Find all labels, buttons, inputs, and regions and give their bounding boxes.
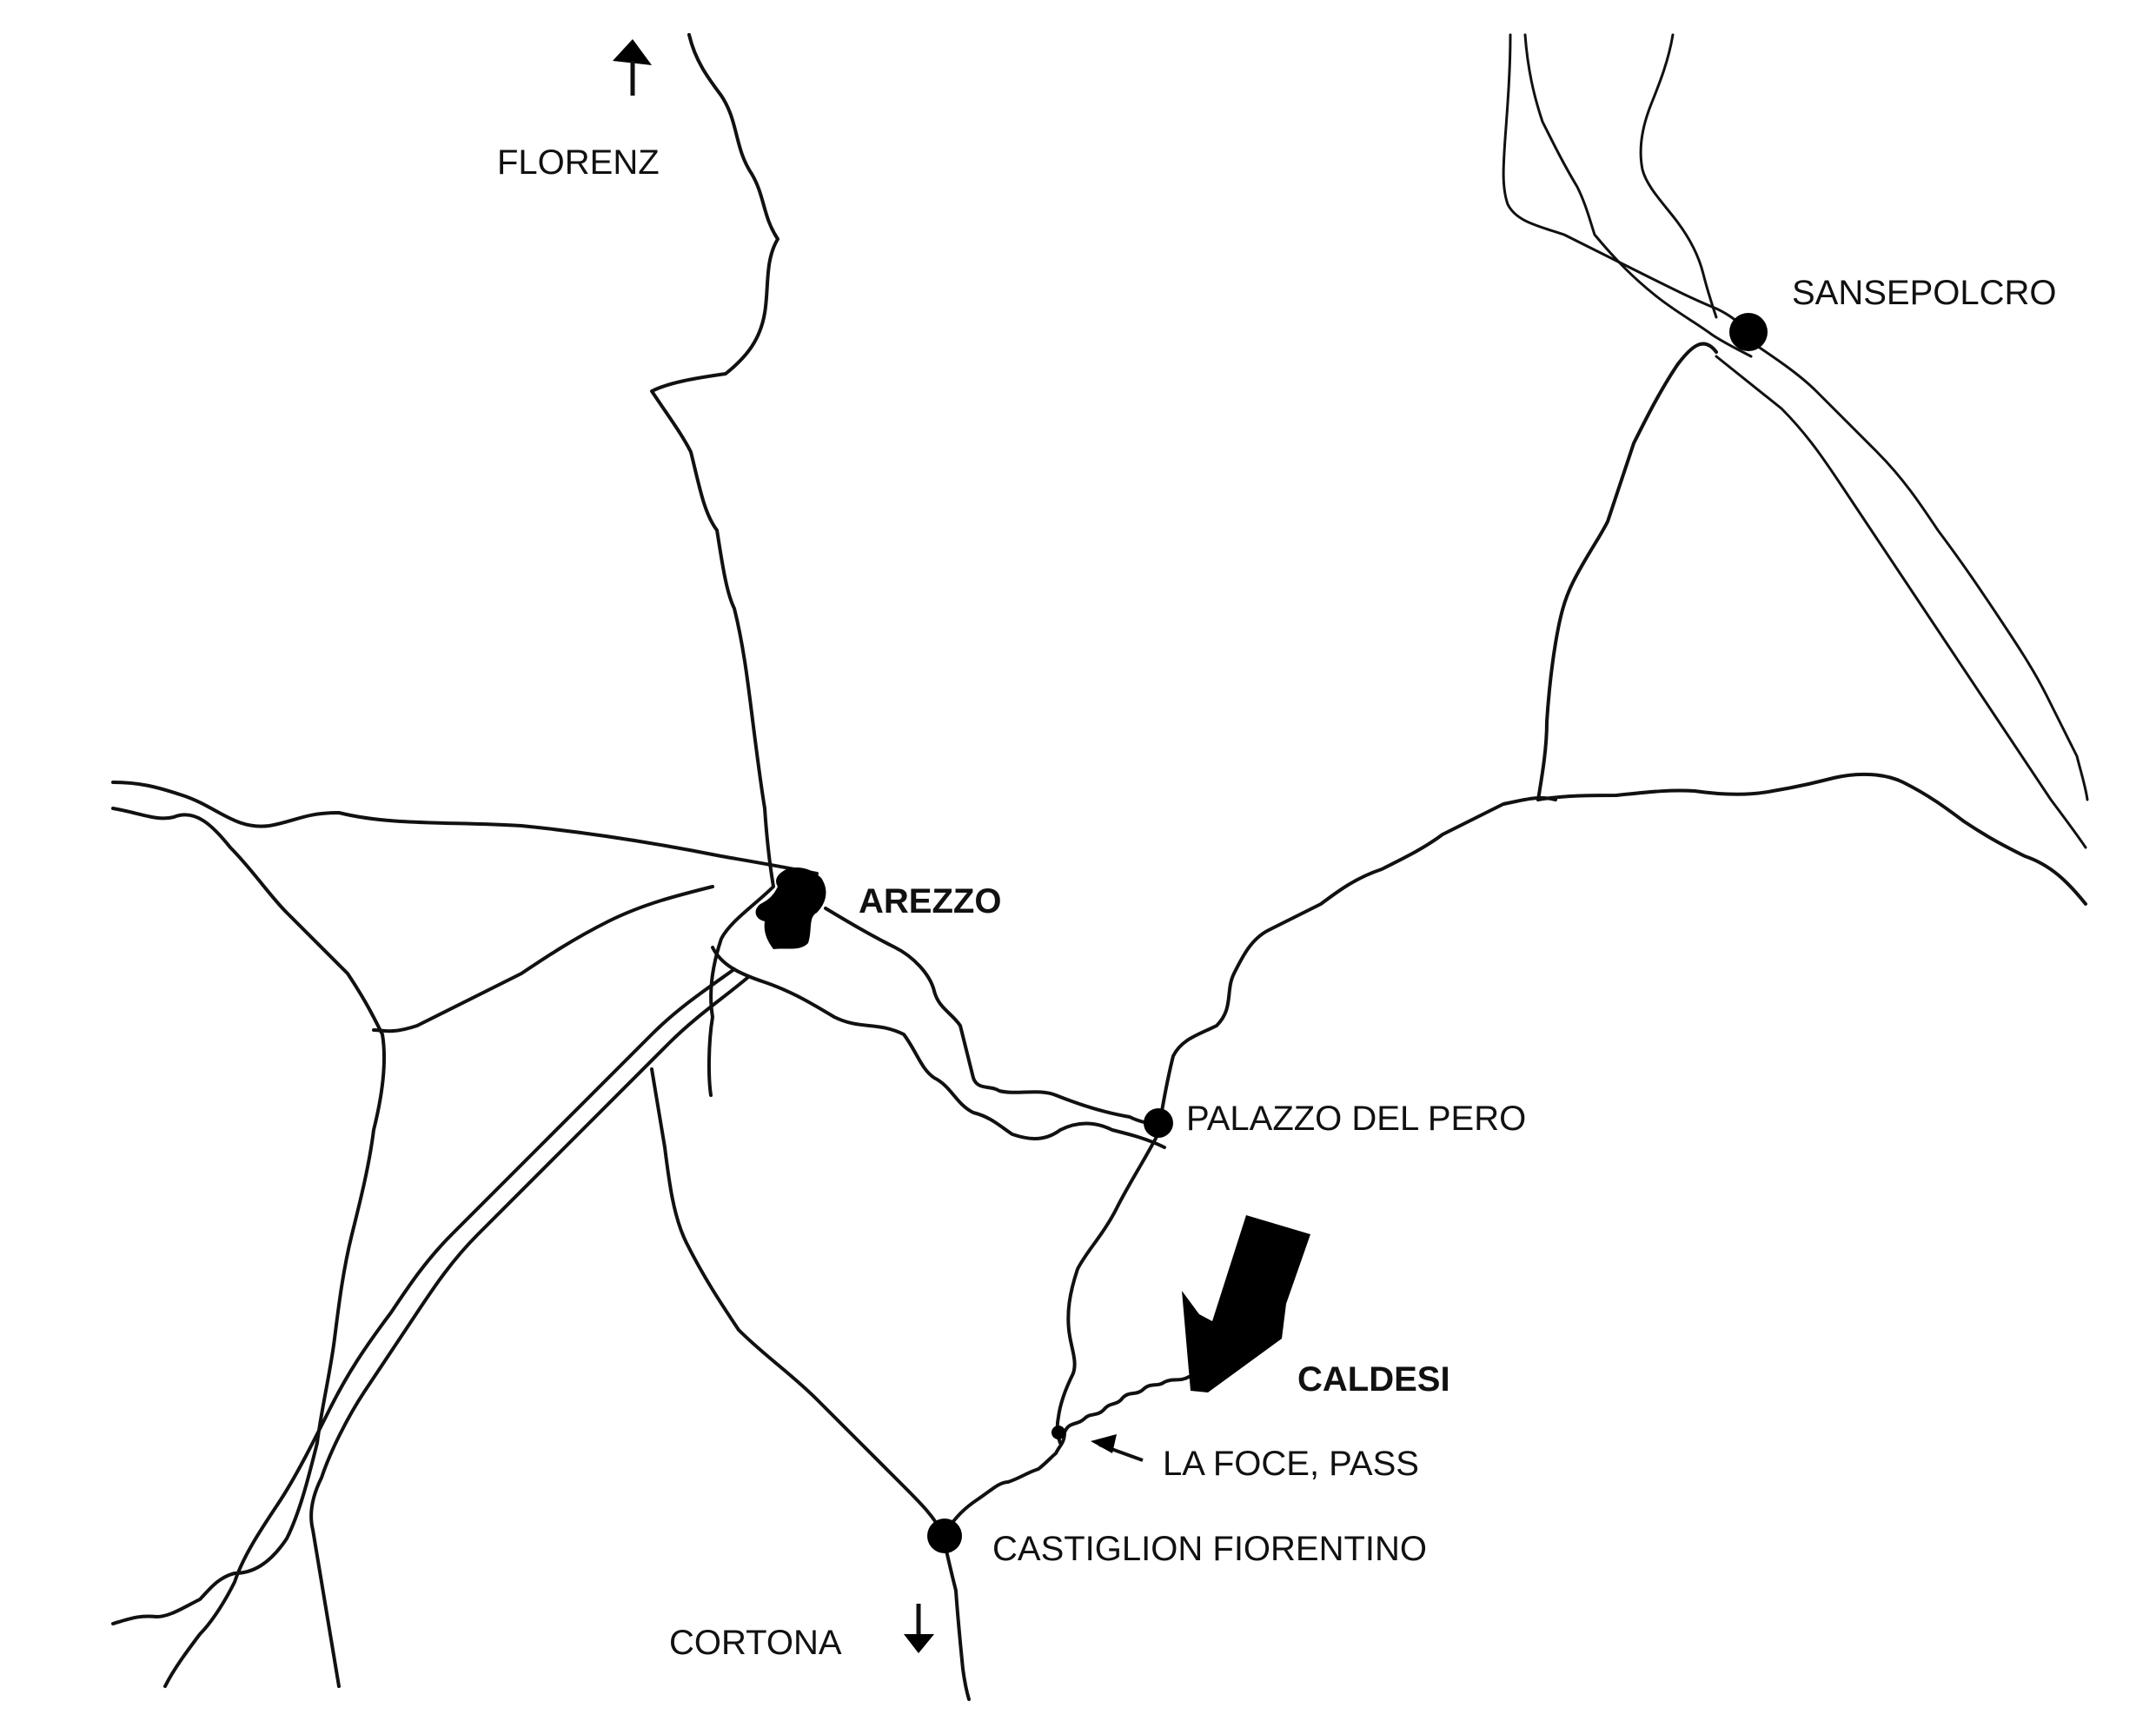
- road-castiglion-north: [650, 1067, 945, 1536]
- la-foce-marker: [1051, 1426, 1065, 1439]
- highway-line-1: [163, 967, 736, 1688]
- label-florenz: FLORENZ: [497, 143, 660, 182]
- south-arrow-icon: [904, 1604, 934, 1653]
- road-sansepolcro-north-3: [1639, 33, 1718, 319]
- label-arezzo: AREZZO: [859, 882, 1001, 920]
- road-sansepolcro-north-2: [1523, 33, 1753, 358]
- castiglion-fiorentino-town-marker: [927, 1519, 962, 1553]
- label-castiglion-fiorentino: CASTIGLION FIORENTINO: [992, 1530, 1427, 1568]
- label-sansepolcro: SANSEPOLCRO: [1792, 274, 2057, 312]
- road-arezzo-castiglion: [711, 946, 1166, 1149]
- road-west-arezzo: [111, 781, 819, 875]
- north-arrow-icon: [613, 39, 652, 96]
- sansepolcro-town-marker: [1729, 313, 1768, 351]
- road-florenz-arezzo: [650, 33, 779, 1097]
- road-sansepolcro-south-2: [1715, 355, 2087, 849]
- label-la-foce-pass: LA FOCE, PASS: [1163, 1445, 1419, 1483]
- pointer-arrow-icon: [1091, 1434, 1144, 1462]
- road-palazzo-east: [1158, 795, 1557, 1123]
- highlight-arrow-icon: [1182, 1215, 1310, 1392]
- road-west-loop: [111, 807, 386, 1625]
- road-sansepolcro-north-1: [1502, 33, 1748, 332]
- road-castiglion-cortona: [941, 1532, 971, 1701]
- road-palazzo-lafoce: [1055, 1128, 1162, 1445]
- label-palazzo-del-pero: PALAZZO DEL PERO: [1186, 1100, 1526, 1138]
- highway-line-2: [309, 976, 749, 1688]
- road-arezzo-palazzo: [824, 907, 1158, 1127]
- road-sansepolcro-south-1: [1745, 337, 2089, 801]
- label-caldesi: CALDESI: [1297, 1360, 1450, 1399]
- road-arezzo-southwest: [372, 885, 714, 1033]
- road-east-ridge: [1536, 772, 2087, 906]
- label-cortona: CORTONA: [669, 1624, 842, 1662]
- road-winding-caldesi: [945, 1374, 1208, 1532]
- road-ridge-sansepolcro: [1536, 342, 1718, 801]
- palazzo-del-pero-town-marker: [1144, 1108, 1173, 1138]
- arezzo-town-marker: [755, 867, 826, 949]
